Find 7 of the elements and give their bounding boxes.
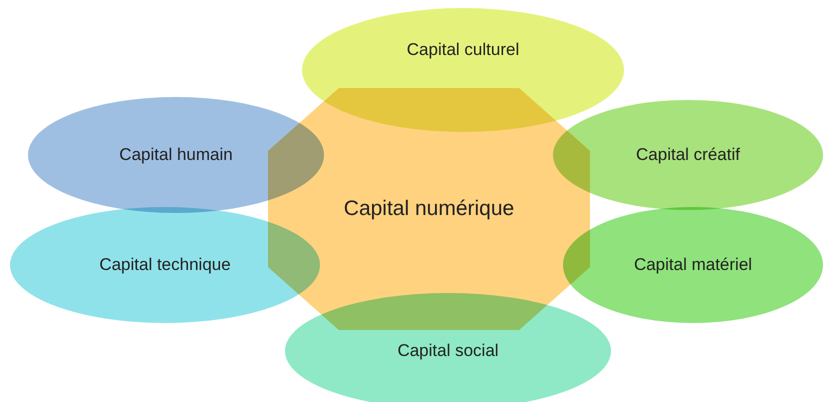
node-label: Capital matériel [634, 255, 752, 275]
node-label: Capital créatif [636, 145, 740, 165]
node-label: Capital social [397, 341, 499, 361]
node-label: Capital culturel [406, 40, 520, 60]
node-label: Capital technique [99, 255, 231, 275]
node-label: Capital numérique [344, 197, 514, 221]
node-label: Capital humain [119, 145, 233, 165]
